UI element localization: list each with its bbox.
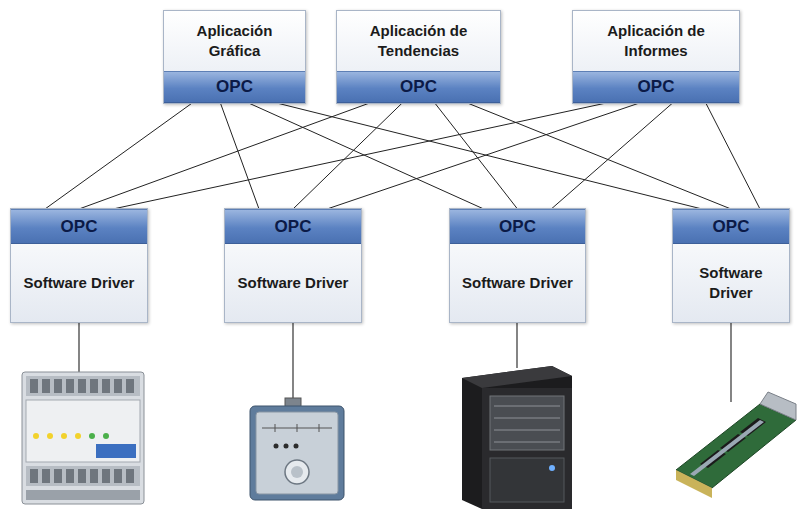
opc-band: OPC: [225, 209, 361, 244]
opc-band: OPC: [11, 209, 147, 244]
box-title: Software Driver: [673, 244, 789, 322]
connector-line: [551, 103, 672, 209]
application-box: Aplicación de InformesOPC: [572, 10, 740, 104]
protocol-label: OPC: [493, 212, 542, 242]
driver-box: OPCSoftware Driver: [672, 208, 790, 323]
connector-line: [249, 103, 484, 209]
connector-line: [79, 103, 370, 209]
connector-line: [293, 103, 402, 209]
box-title: Software Driver: [450, 244, 585, 322]
protocol-label: OPC: [707, 212, 756, 242]
connector-line: [220, 103, 259, 209]
opc-band: OPC: [164, 71, 305, 103]
connector-line: [113, 103, 606, 209]
io-module: [22, 372, 144, 504]
protocol-label: OPC: [632, 72, 681, 102]
connector-line: [706, 103, 760, 209]
expansion-card: [676, 392, 796, 498]
opc-band: OPC: [573, 71, 739, 103]
connector-line: [277, 103, 702, 209]
connector-line: [435, 103, 518, 209]
protocol-label: OPC: [210, 72, 259, 102]
opc-band: OPC: [673, 209, 789, 244]
box-title: Aplicación de Tendencias: [337, 11, 500, 71]
application-box: Aplicación GráficaOPC: [163, 10, 306, 104]
connector-line: [467, 103, 731, 209]
protocol-label: OPC: [394, 72, 443, 102]
box-title: Software Driver: [11, 244, 147, 322]
opc-band: OPC: [450, 209, 585, 244]
protocol-label: OPC: [269, 212, 318, 242]
driver-box: OPCSoftware Driver: [224, 208, 362, 323]
device-wires: [79, 312, 731, 402]
driver-box: OPCSoftware Driver: [10, 208, 148, 323]
sensor-device: [250, 398, 344, 500]
protocol-label: OPC: [55, 212, 104, 242]
opc-band: OPC: [337, 71, 500, 103]
connector-line: [45, 103, 192, 209]
driver-box: OPCSoftware Driver: [449, 208, 586, 323]
box-title: Software Driver: [225, 244, 361, 322]
box-title: Aplicación de Informes: [573, 11, 739, 71]
box-title: Aplicación Gráfica: [164, 11, 305, 71]
connector-line: [327, 103, 639, 209]
application-box: Aplicación de TendenciasOPC: [336, 10, 501, 104]
server-tower: [462, 366, 572, 509]
